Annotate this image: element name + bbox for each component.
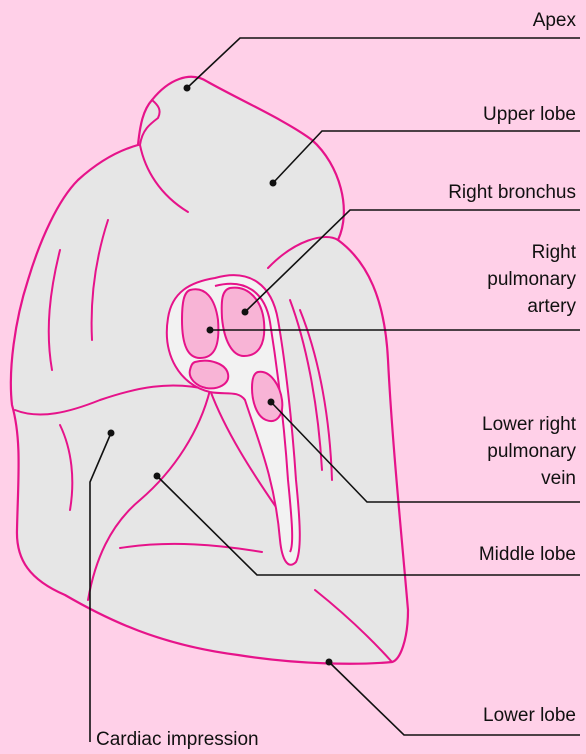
label-right-pulmonary-artery-line-2: pulmonary — [487, 268, 576, 292]
pulmonary-artery-dot — [207, 327, 214, 334]
cardiac-impression-dot — [108, 430, 115, 437]
label-lower-lobe: Lower lobe — [483, 704, 576, 728]
upper-vein-shape — [190, 361, 229, 389]
label-upper-lobe: Upper lobe — [483, 103, 576, 127]
label-right-pulmonary-artery-line-3: artery — [527, 295, 576, 319]
label-right-pulmonary-artery-line-1: Right — [532, 241, 576, 265]
label-lower-vein-line-3: vein — [541, 467, 576, 491]
apex-leader — [187, 38, 580, 88]
label-apex: Apex — [533, 9, 576, 33]
lower-vein-dot — [268, 399, 275, 406]
middle-lobe-dot — [154, 473, 161, 480]
label-middle-lobe: Middle lobe — [479, 543, 576, 567]
label-right-bronchus: Right bronchus — [448, 181, 576, 205]
upper-lobe-dot — [270, 180, 277, 187]
apex-dot — [184, 85, 191, 92]
right-bronchus-dot — [242, 309, 249, 316]
label-lower-vein-line-2: pulmonary — [487, 440, 576, 464]
lower-lobe-dot — [326, 659, 333, 666]
label-lower-vein-line-1: Lower right — [482, 413, 576, 437]
label-cardiac-impression: Cardiac impression — [96, 728, 259, 752]
